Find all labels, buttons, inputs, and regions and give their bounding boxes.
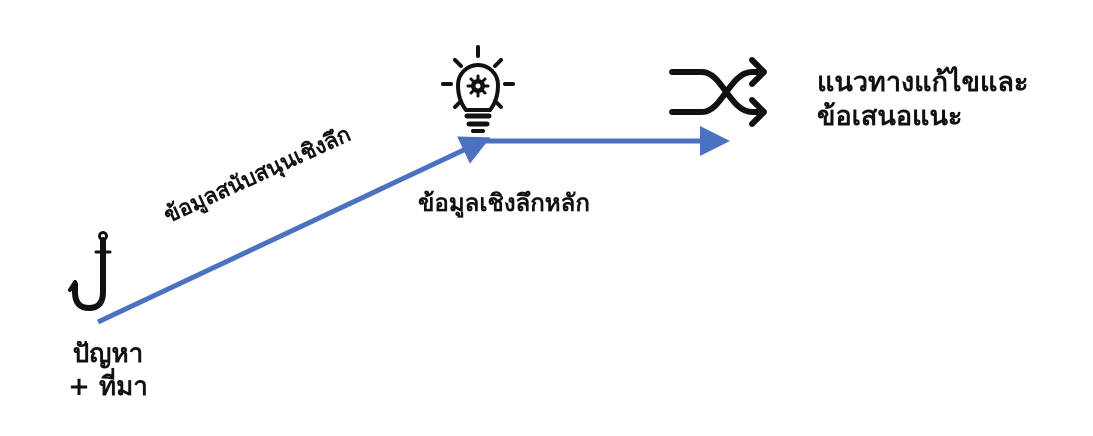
problem-label: ปัญหา + ที่มา (58, 338, 158, 403)
arrow-problem-to-insight (96, 136, 491, 325)
shuffle-arrows-icon (669, 57, 767, 127)
fish-hook-icon (68, 231, 112, 312)
problem-label-line1: ปัญหา (72, 339, 144, 369)
solution-label-line1: แนวทางแก้ไขและ (817, 67, 1029, 98)
problem-label-line2: + ที่มา (68, 371, 148, 402)
lightbulb-gear-icon (441, 45, 515, 133)
key-insight-label: ข้อมูลเชิงลึกหลัก (418, 189, 590, 217)
solution-label-line2: ข้อเสนอแนะ (817, 100, 963, 132)
solution-label: แนวทางแก้ไขและ ข้อเสนอแนะ (817, 66, 1028, 134)
